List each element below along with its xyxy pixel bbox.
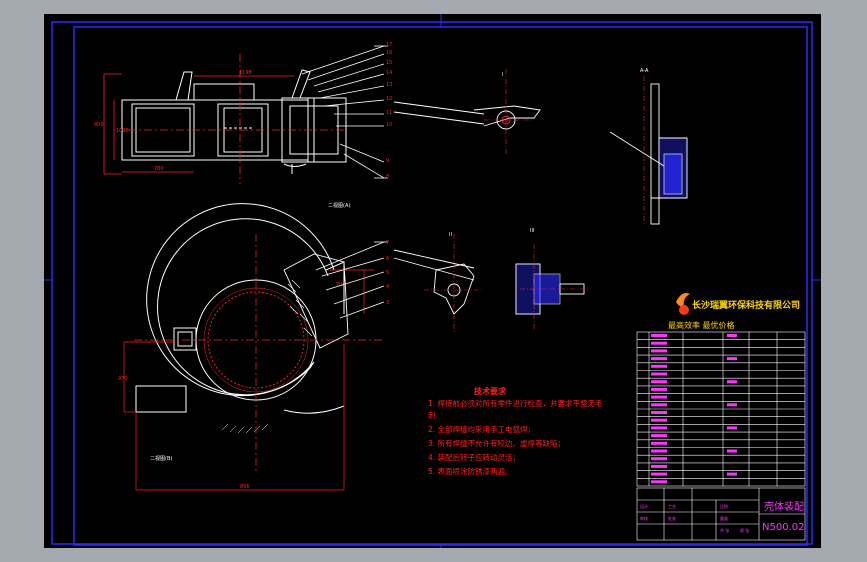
detail-section-aa: [609, 76, 688, 225]
spiral-casing: [135, 203, 349, 434]
tech-note-2: 2. 全部焊缝均采用手工电弧焊；: [428, 424, 535, 434]
svg-text:工艺: 工艺: [668, 504, 676, 509]
dim-780: 780: [154, 166, 164, 172]
bom-cell-text: [651, 341, 667, 345]
svg-text:重量: 重量: [720, 515, 728, 521]
bom-cell-text: [651, 387, 667, 391]
tech-note-3: 3. 所有焊缝不允许有咬边、虚焊等缺陷；: [428, 438, 565, 448]
bom-cell-text: [651, 403, 667, 407]
dim-970: 970: [118, 376, 128, 382]
detail-label-ii: II: [449, 232, 452, 238]
drawing-canvas: 800 1098 780 1198 17 16 15 14 13 12 11 1…: [44, 14, 821, 548]
mid-leader-lines: [315, 241, 388, 319]
plan-dimensions: [123, 234, 384, 491]
detail-label-aa: A-A: [640, 68, 649, 74]
svg-text:13: 13: [386, 82, 392, 88]
bom-cell-text: [651, 457, 667, 461]
bom-cell-text: [651, 464, 667, 468]
detail-iii: [515, 244, 590, 330]
tech-note-1: 1. 焊接前必须对所有零件进行检查，并要求平整无毛: [428, 398, 603, 408]
svg-text:6: 6: [386, 256, 389, 262]
svg-text:批准: 批准: [668, 515, 676, 521]
svg-text:11: 11: [386, 110, 392, 116]
outer-frame: [51, 21, 813, 545]
bom-cell-text: [727, 380, 737, 384]
mid-leader-numbers: 7 6 5 4 3: [386, 240, 389, 306]
company-slogan: 最高效率 最优价格: [668, 320, 735, 330]
section-label-bottom: 二视图(B): [150, 455, 172, 462]
tech-notes-list: 1. 焊接前必须对所有零件进行检查，并要求平整无毛 刺 2. 全部焊缝均采用手工…: [428, 398, 603, 476]
svg-text:15: 15: [386, 60, 392, 66]
bom-cell-text: [651, 380, 667, 384]
bom-cell-text: [651, 480, 667, 484]
bom-cell-text: [651, 357, 667, 361]
detail-ii: [393, 234, 484, 334]
bom-cell-text: [727, 334, 737, 337]
top-leader-lines: [301, 45, 388, 179]
company-name: 长沙瑞翼环保科技有限公司: [692, 299, 800, 311]
detail-i: [393, 69, 541, 154]
dim-1098: 1098: [116, 128, 129, 134]
bom-cell-text: [651, 395, 667, 399]
svg-text:设计: 设计: [640, 503, 648, 509]
bom-table: [636, 331, 806, 487]
svg-text:7: 7: [386, 240, 389, 246]
svg-text:第 张: 第 张: [740, 527, 749, 533]
elevation-dimensions: [103, 54, 344, 184]
bom-cell-text: [651, 418, 667, 422]
svg-text:比例: 比例: [720, 503, 728, 509]
svg-text:5: 5: [386, 270, 389, 276]
tech-notes-title: 技术要求: [474, 386, 507, 396]
dim-856: 856: [240, 484, 250, 490]
bom-cell-text: [651, 472, 667, 476]
bom-cell-text: [651, 411, 667, 414]
bom-cell-text: [651, 364, 667, 368]
bom-cell-text: [651, 426, 667, 430]
svg-text:审核: 审核: [640, 515, 648, 521]
bom-cell-text: [727, 403, 737, 407]
bom-cell-text: [651, 349, 667, 353]
svg-text:17: 17: [386, 42, 392, 48]
bom-cell-text: [651, 334, 667, 337]
svg-text:12: 12: [386, 96, 392, 102]
tech-note-5: 5. 表面喷涂防锈漆两遍。: [428, 466, 513, 476]
bom-cell-text: [727, 426, 737, 430]
tech-note-4: 4. 装配后转子应转动灵活；: [428, 452, 520, 462]
title-block: [636, 487, 806, 541]
bom-cell-text: [727, 449, 737, 453]
tech-note-1b: 刺: [428, 411, 436, 420]
elevation-view: [121, 69, 347, 174]
svg-text:4: 4: [386, 284, 389, 290]
bom-cell-text: [727, 472, 737, 476]
bom-cell-text: [651, 449, 667, 453]
svg-text:共 张: 共 张: [720, 527, 729, 533]
dim-800: 800: [94, 122, 104, 128]
detail-label-i: I: [502, 72, 503, 78]
svg-text:3: 3: [386, 300, 389, 306]
detail-label-iii: III: [530, 228, 534, 234]
drawing-number: N500.02: [762, 522, 804, 533]
dim-1198: 1198: [239, 70, 252, 76]
cad-viewport[interactable]: 800 1098 780 1198 17 16 15 14 13 12 11 1…: [44, 14, 821, 548]
bom-cell-text: [727, 357, 737, 361]
svg-text:16: 16: [386, 50, 392, 56]
svg-text:10: 10: [386, 122, 392, 128]
company-logo: [676, 293, 690, 315]
svg-text:8: 8: [386, 174, 389, 180]
svg-text:14: 14: [386, 70, 392, 76]
top-leader-numbers: 17 16 15 14 13 12 11 10 9 8: [386, 42, 392, 180]
bom-cell-text: [651, 441, 667, 445]
section-label-top: 二视图(A): [328, 202, 350, 209]
bom-cell-text: [651, 372, 667, 376]
svg-text:9: 9: [386, 158, 389, 164]
title-block-labels: 设计 审核 工艺 批准 比例 重量 共 张 第 张: [640, 503, 749, 533]
bom-cell-text: [651, 434, 667, 438]
part-name: 壳体装配: [764, 500, 804, 513]
